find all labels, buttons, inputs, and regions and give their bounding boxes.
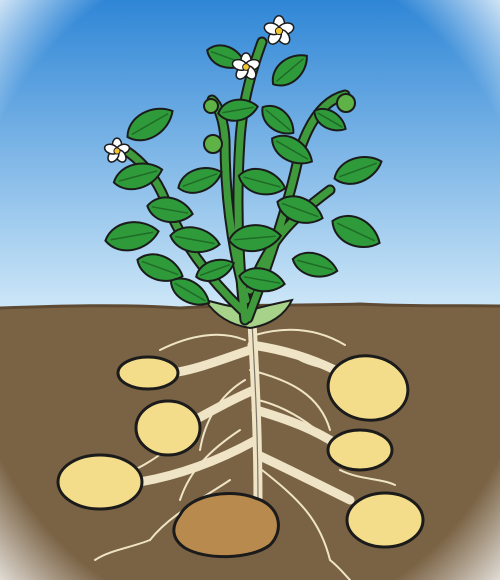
vignette	[0, 0, 500, 580]
potato-plant-illustration	[0, 0, 500, 580]
